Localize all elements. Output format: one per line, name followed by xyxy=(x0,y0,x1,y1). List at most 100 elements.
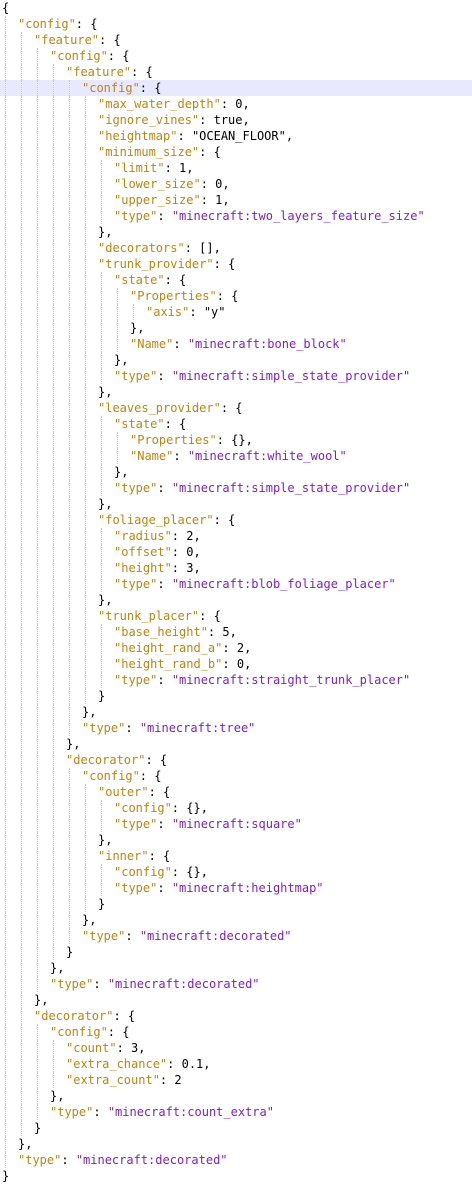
code-line[interactable]: "Name": "minecraft:white_wool" xyxy=(0,448,472,464)
code-line[interactable]: "heightmap": "OCEAN_FLOOR", xyxy=(0,128,472,144)
code-line[interactable]: } xyxy=(0,944,472,960)
code-line[interactable]: }, xyxy=(0,224,472,240)
code-line[interactable]: }, xyxy=(0,320,472,336)
indent-guide xyxy=(5,272,6,288)
indent-guide xyxy=(101,672,102,688)
code-line[interactable]: "max_water_depth": 0, xyxy=(0,96,472,112)
code-line[interactable]: "Name": "minecraft:bone_block" xyxy=(0,336,472,352)
code-line[interactable]: "state": { xyxy=(0,272,472,288)
code-line[interactable]: "type": "minecraft:blob_foliage_placer" xyxy=(0,576,472,592)
code-line[interactable]: "type": "minecraft:simple_state_provider… xyxy=(0,368,472,384)
code-text: "count": 3, xyxy=(66,1040,146,1056)
code-line[interactable]: "type": "minecraft:straight_trunk_placer… xyxy=(0,672,472,688)
indent-guide xyxy=(53,384,54,400)
code-line[interactable]: "offset": 0, xyxy=(0,544,472,560)
code-line[interactable]: "axis": "y" xyxy=(0,304,472,320)
json-string-value: "minecraft:two_layers_feature_size" xyxy=(171,209,425,223)
code-line[interactable]: }, xyxy=(0,960,472,976)
code-line[interactable]: "config": { xyxy=(0,1024,472,1040)
code-line[interactable]: "config": {}, xyxy=(0,864,472,880)
code-line[interactable]: "count": 3, xyxy=(0,1040,472,1056)
code-line[interactable]: "type": "minecraft:tree" xyxy=(0,720,472,736)
code-line[interactable]: "type": "minecraft:decorated" xyxy=(0,976,472,992)
code-line[interactable]: "leaves_provider": { xyxy=(0,400,472,416)
code-line[interactable]: "radius": 2, xyxy=(0,528,472,544)
indent-guide xyxy=(21,432,22,448)
code-text: "axis": "y" xyxy=(146,304,226,320)
code-line[interactable]: }, xyxy=(0,832,472,848)
code-line[interactable]: "height_rand_a": 2, xyxy=(0,640,472,656)
code-text: }, xyxy=(82,912,96,928)
code-line[interactable]: "limit": 1, xyxy=(0,160,472,176)
code-line[interactable]: "feature": { xyxy=(0,32,472,48)
code-line[interactable]: "config": { xyxy=(0,768,472,784)
code-line[interactable]: }, xyxy=(0,592,472,608)
code-line[interactable]: } xyxy=(0,1120,472,1136)
code-line[interactable]: "type": "minecraft:heightmap" xyxy=(0,880,472,896)
code-line[interactable]: }, xyxy=(0,912,472,928)
code-line-current[interactable]: "config": { xyxy=(0,80,472,96)
code-line[interactable]: "base_height": 5, xyxy=(0,624,472,640)
code-text: "type": "minecraft:straight_trunk_placer… xyxy=(114,672,410,688)
code-line[interactable]: "extra_chance": 0.1, xyxy=(0,1056,472,1072)
code-line[interactable]: "extra_count": 2 xyxy=(0,1072,472,1088)
code-line[interactable]: "type": "minecraft:decorated" xyxy=(0,1152,472,1168)
indent-guide xyxy=(69,848,70,864)
code-line[interactable]: "type": "minecraft:square" xyxy=(0,816,472,832)
code-line[interactable]: "state": { xyxy=(0,416,472,432)
code-line[interactable]: "minimum_size": { xyxy=(0,144,472,160)
code-line[interactable]: "feature": { xyxy=(0,64,472,80)
code-line[interactable]: }, xyxy=(0,464,472,480)
code-line[interactable]: "lower_size": 0, xyxy=(0,176,472,192)
code-line[interactable]: "type": "minecraft:two_layers_feature_si… xyxy=(0,208,472,224)
indent-guide xyxy=(85,816,86,832)
code-line[interactable]: "outer": { xyxy=(0,784,472,800)
code-line[interactable]: "type": "minecraft:count_extra" xyxy=(0,1104,472,1120)
code-line[interactable]: "config": {}, xyxy=(0,800,472,816)
code-line[interactable]: "height": 3, xyxy=(0,560,472,576)
code-line[interactable]: "Properties": { xyxy=(0,288,472,304)
indent-guide xyxy=(5,128,6,144)
code-line[interactable]: } xyxy=(0,1168,472,1184)
json-key: "type" xyxy=(114,673,158,687)
code-line[interactable]: }, xyxy=(0,992,472,1008)
code-line[interactable]: "config": { xyxy=(0,48,472,64)
indent-guide xyxy=(21,800,22,816)
indent-guide xyxy=(53,208,54,224)
indent-guide xyxy=(5,368,6,384)
code-line[interactable]: }, xyxy=(0,1136,472,1152)
code-line[interactable]: }, xyxy=(0,384,472,400)
code-line[interactable]: }, xyxy=(0,496,472,512)
code-line[interactable]: }, xyxy=(0,352,472,368)
indent-guide xyxy=(85,608,86,624)
json-key: "Name" xyxy=(130,449,174,463)
indent-guide xyxy=(69,320,70,336)
code-line[interactable]: }, xyxy=(0,1088,472,1104)
json-punctuation: } xyxy=(98,897,106,911)
indent-guide xyxy=(69,416,70,432)
indent-guide xyxy=(85,176,86,192)
code-line[interactable]: "type": "minecraft:simple_state_provider… xyxy=(0,480,472,496)
code-line[interactable]: "inner": { xyxy=(0,848,472,864)
indent-guide xyxy=(37,592,38,608)
code-line[interactable]: } xyxy=(0,896,472,912)
code-line[interactable]: { xyxy=(0,0,472,16)
indent-guide xyxy=(85,368,86,384)
code-line[interactable]: "height_rand_b": 0, xyxy=(0,656,472,672)
code-line[interactable]: "config": { xyxy=(0,16,472,32)
code-line[interactable]: }, xyxy=(0,704,472,720)
code-line[interactable]: "trunk_placer": { xyxy=(0,608,472,624)
code-line[interactable]: "decorators": [], xyxy=(0,240,472,256)
code-line[interactable]: "decorator": { xyxy=(0,752,472,768)
code-line[interactable]: } xyxy=(0,688,472,704)
code-line[interactable]: "Properties": {}, xyxy=(0,432,472,448)
code-line[interactable]: "foliage_placer": { xyxy=(0,512,472,528)
code-line[interactable]: "type": "minecraft:decorated" xyxy=(0,928,472,944)
code-line[interactable]: "upper_size": 1, xyxy=(0,192,472,208)
code-line[interactable]: "ignore_vines": true, xyxy=(0,112,472,128)
code-line[interactable]: }, xyxy=(0,736,472,752)
json-punctuation: : { xyxy=(199,609,221,623)
code-line[interactable]: "decorator": { xyxy=(0,1008,472,1024)
code-line[interactable]: "trunk_provider": { xyxy=(0,256,472,272)
